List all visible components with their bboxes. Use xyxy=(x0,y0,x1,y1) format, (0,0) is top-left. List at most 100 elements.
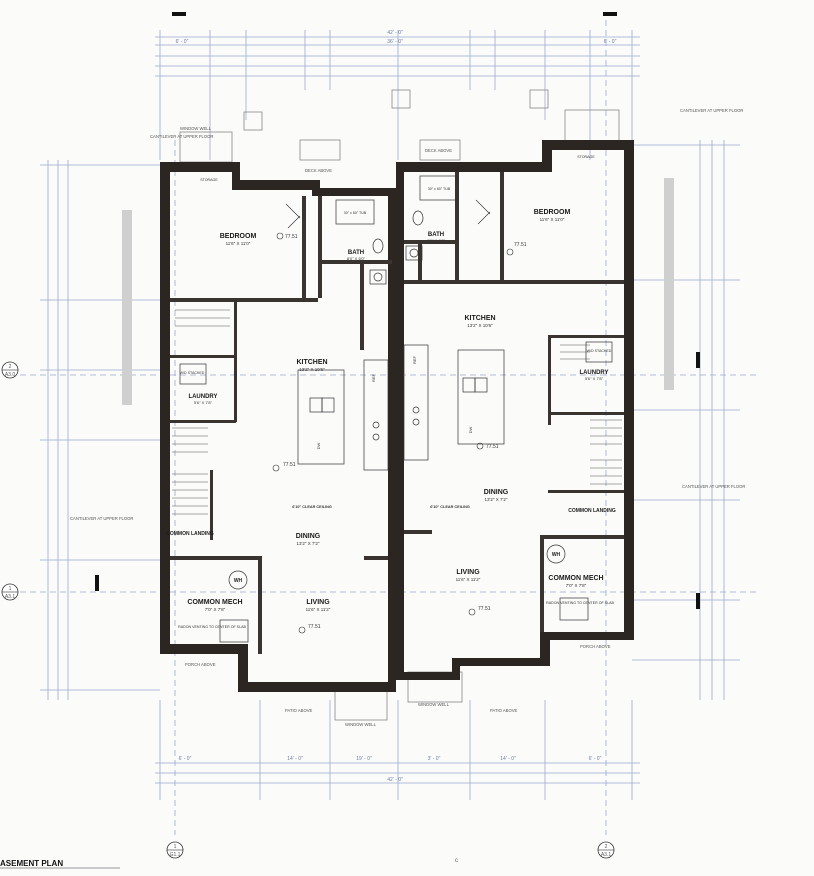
room-size-kitchen-right: 13'2" X 10'6" xyxy=(467,323,493,328)
section-marker-left-a30: 2 A3.0 xyxy=(1,361,19,379)
note-cantilever-left: CANTILEVER AT UPPER FLOOR xyxy=(70,516,133,521)
room-name-laundry-left: LAUNDRY xyxy=(188,394,217,400)
elevation-living-left: 77.51 xyxy=(308,624,321,630)
note-clear-ceiling-left: 6'10" CLEAR CEILING xyxy=(292,505,332,509)
dim-top-left: 6' - 0" xyxy=(176,39,189,45)
room-size-bath-right: 8'0" X 6'0" xyxy=(427,238,446,243)
page-mark: c xyxy=(455,858,458,864)
kitchen-island-left xyxy=(297,369,345,465)
dim-bottom-4: 3' - 0" xyxy=(428,756,441,762)
note-radon-right: RADON VENTING TO CENTER OF SLAB xyxy=(546,601,614,605)
kitchen-counter-right xyxy=(403,344,429,461)
storage-label-right: STORAGE xyxy=(577,155,595,159)
room-size-laundry-left: 5'6" X 7'8" xyxy=(194,400,213,405)
room-size-living-right: 11'6" X 11'2" xyxy=(456,577,481,582)
room-name-landing-left: COMMON LANDING xyxy=(166,531,214,537)
room-name-kitchen-left: KITCHEN xyxy=(296,359,327,366)
dim-overall-top: 42' - 0" xyxy=(387,30,403,36)
section-cut-mark xyxy=(95,575,99,591)
tub-label-left: 30" x 60" TUB xyxy=(344,211,367,215)
note-cantilever-top-left: CANTILEVER AT UPPER FLOOR xyxy=(150,134,213,139)
tub-label-right: 30" x 60" TUB xyxy=(428,187,451,191)
dim-overall-bottom: 42' - 0" xyxy=(387,777,403,783)
interior-walls xyxy=(170,172,624,654)
note-radon-left: RADON VENTING TO CENTER OF SLAB xyxy=(178,625,246,629)
washer-dryer-left xyxy=(179,363,207,385)
note-window-well-right: WINDOW WELL xyxy=(418,702,450,707)
note-window-well-top: WINDOW WELL xyxy=(180,126,212,131)
section-marker-bottom-a31: 2 A3.1 xyxy=(597,841,615,859)
room-size-living-left: 11'6" X 11'2" xyxy=(306,607,331,612)
dimension-lines xyxy=(20,20,760,835)
drawing-title: ASEMENT PLAN xyxy=(0,859,63,868)
note-deck-right: DECK ABOVE xyxy=(425,148,452,153)
dw-label-right: DW xyxy=(468,426,473,433)
section-cut-mark xyxy=(696,593,700,609)
kitchen-counter-left xyxy=(363,359,389,471)
dim-bottom-1: 6' - 0" xyxy=(179,756,192,762)
elevation-kitchen-right: 77.51 xyxy=(486,444,499,450)
elevation-markers xyxy=(272,232,514,634)
note-window-well-left: WINDOW WELL xyxy=(345,722,377,727)
toilet-right xyxy=(412,210,424,226)
tub-right xyxy=(419,175,459,201)
room-name-living-left: LIVING xyxy=(306,599,330,606)
note-clear-ceiling-right: 6'10" CLEAR CEILING xyxy=(430,505,470,509)
svg-text:2: 2 xyxy=(605,844,608,850)
room-size-mech-right: 7'0" X 7'8" xyxy=(566,583,587,588)
section-cut-mark xyxy=(603,12,617,16)
storage-label-left: STORAGE xyxy=(200,178,218,182)
room-name-mech-left: COMMON MECH xyxy=(187,599,242,606)
wd-label-right: W/D STACKED xyxy=(587,349,612,353)
dim-bottom-2: 14' - 0" xyxy=(287,756,303,762)
washer-dryer-right xyxy=(585,341,613,363)
note-cantilever-top-right: CANTILEVER AT UPPER FLOOR xyxy=(680,108,743,113)
room-name-laundry-right: LAUNDRY xyxy=(579,370,608,376)
room-name-living-right: LIVING xyxy=(456,569,480,576)
room-size-kitchen-left: 13'2" X 10'6" xyxy=(299,367,325,372)
water-heater-left xyxy=(228,570,248,590)
wd-label-left: W/D STACKED xyxy=(180,371,205,375)
dim-top-center: 36' - 0" xyxy=(387,39,403,45)
tub-left xyxy=(335,199,375,225)
ref-label-right: REF xyxy=(412,355,417,364)
elevation-kitchen-left: 77.51 xyxy=(283,462,296,468)
svg-text:A3.1: A3.1 xyxy=(601,852,612,858)
note-deck-left: DECK ABOVE xyxy=(305,168,332,173)
elevation-living-right: 77.51 xyxy=(478,606,491,612)
room-size-dining-left: 13'2" X 7'2" xyxy=(297,541,320,546)
dw-label-left: DW xyxy=(316,442,321,449)
unit-right: BEDROOM 11'6" X 11'0" BATH 8'0" X 6'0" K… xyxy=(412,155,616,612)
note-porch-left: PORCH ABOVE xyxy=(185,662,216,667)
water-heater-label-left: WH xyxy=(234,578,243,584)
room-name-bath-left: BATH xyxy=(348,250,364,256)
room-name-dining-right: DINING xyxy=(484,489,509,496)
note-patio-right: PATIO ABOVE xyxy=(490,708,518,713)
unit-left: BEDROOM 11'6" X 11'0" BATH 8'0" X 6'0" K… xyxy=(166,178,376,630)
foundation-walls xyxy=(160,140,634,692)
room-size-dining-right: 13'2" X 7'2" xyxy=(485,497,508,502)
stair-exterior-left xyxy=(122,210,132,405)
kitchen-island-right xyxy=(457,349,505,445)
svg-text:1: 1 xyxy=(9,586,12,592)
svg-text:2: 2 xyxy=(9,364,12,370)
room-name-bath-right: BATH xyxy=(428,232,444,238)
room-name-kitchen-right: KITCHEN xyxy=(464,315,495,322)
room-size-bath-left: 8'0" X 6'0" xyxy=(347,256,366,261)
section-marker-left-a31: 1 A3.1 xyxy=(1,583,19,601)
svg-text:1: 1 xyxy=(174,844,177,850)
dim-bottom-3: 19' - 0" xyxy=(356,756,372,762)
room-name-landing-right: COMMON LANDING xyxy=(568,508,616,514)
note-patio-left: PATIO ABOVE xyxy=(285,708,313,713)
room-size-bedroom-left: 11'6" X 11'0" xyxy=(226,241,251,246)
svg-text:G1.1: G1.1 xyxy=(170,852,181,858)
note-porch-right: PORCH ABOVE xyxy=(580,644,611,649)
room-name-dining-left: DINING xyxy=(296,533,321,540)
room-size-mech-left: 7'0" X 7'8" xyxy=(205,607,226,612)
elevation-bedroom-left: 77.51 xyxy=(285,234,298,240)
note-cantilever-right: CANTILEVER AT UPPER FLOOR xyxy=(682,484,745,489)
room-size-laundry-right: 5'6" X 7'8" xyxy=(585,376,604,381)
water-heater-label-right: WH xyxy=(552,552,561,558)
water-heater-right xyxy=(546,544,566,564)
